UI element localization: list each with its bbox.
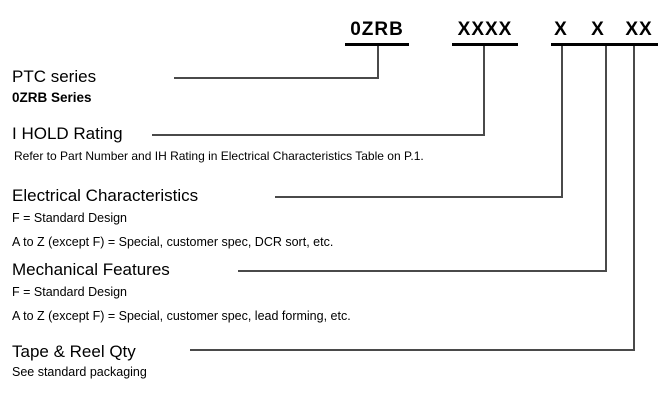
connector-vertical-mechanical-features <box>605 46 607 271</box>
entry-line-mechanical-standard-design: F = Standard Design <box>12 285 127 299</box>
entry-subheading-ptc-series: 0ZRB Series <box>12 90 92 105</box>
entry-line-electrical-standard-design: F = Standard Design <box>12 211 127 225</box>
entry-line-tape-reel-packaging: See standard packaging <box>12 365 147 379</box>
code-segment-tape-reel-qty: XX <box>625 19 653 40</box>
entry-heading-mechanical-features: Mechanical Features <box>12 260 170 279</box>
connector-vertical-ihold-rating <box>483 46 485 135</box>
code-segment-electrical-characteristics: X <box>554 19 568 40</box>
entry-heading-ptc-series: PTC series <box>12 67 97 86</box>
code-segment-underline-ihold-rating <box>452 43 518 46</box>
connector-vertical-ptc-series <box>377 46 379 78</box>
entry-heading-electrical-characteristics: Electrical Characteristics <box>12 186 199 205</box>
entry-line-mechanical-special: A to Z (except F) = Special, customer sp… <box>12 309 351 323</box>
connector-horizontal-mechanical-features <box>238 270 607 272</box>
entry-heading-tape-reel-qty: Tape & Reel Qty <box>12 342 136 361</box>
connector-horizontal-tape-reel-qty <box>190 349 635 351</box>
code-segment-underline-ptc-series <box>345 43 409 46</box>
entry-line-electrical-special: A to Z (except F) = Special, customer sp… <box>12 235 334 249</box>
connector-horizontal-ptc-series <box>174 77 379 79</box>
code-segment-mechanical-features: X <box>591 19 605 40</box>
connector-vertical-electrical-characteristics <box>561 46 563 197</box>
entry-note-ihold-rating: Refer to Part Number and IH Rating in El… <box>14 149 424 163</box>
connector-vertical-tape-reel-qty <box>633 46 635 350</box>
code-segment-ptc-series: 0ZRB <box>350 19 404 40</box>
connector-horizontal-electrical-characteristics <box>275 196 563 198</box>
code-segment-underline-suffix-group <box>551 43 658 46</box>
connector-horizontal-ihold-rating <box>152 134 485 136</box>
entry-heading-ihold-rating: I HOLD Rating <box>12 124 123 143</box>
code-segment-ihold-rating: XXXX <box>457 19 513 40</box>
